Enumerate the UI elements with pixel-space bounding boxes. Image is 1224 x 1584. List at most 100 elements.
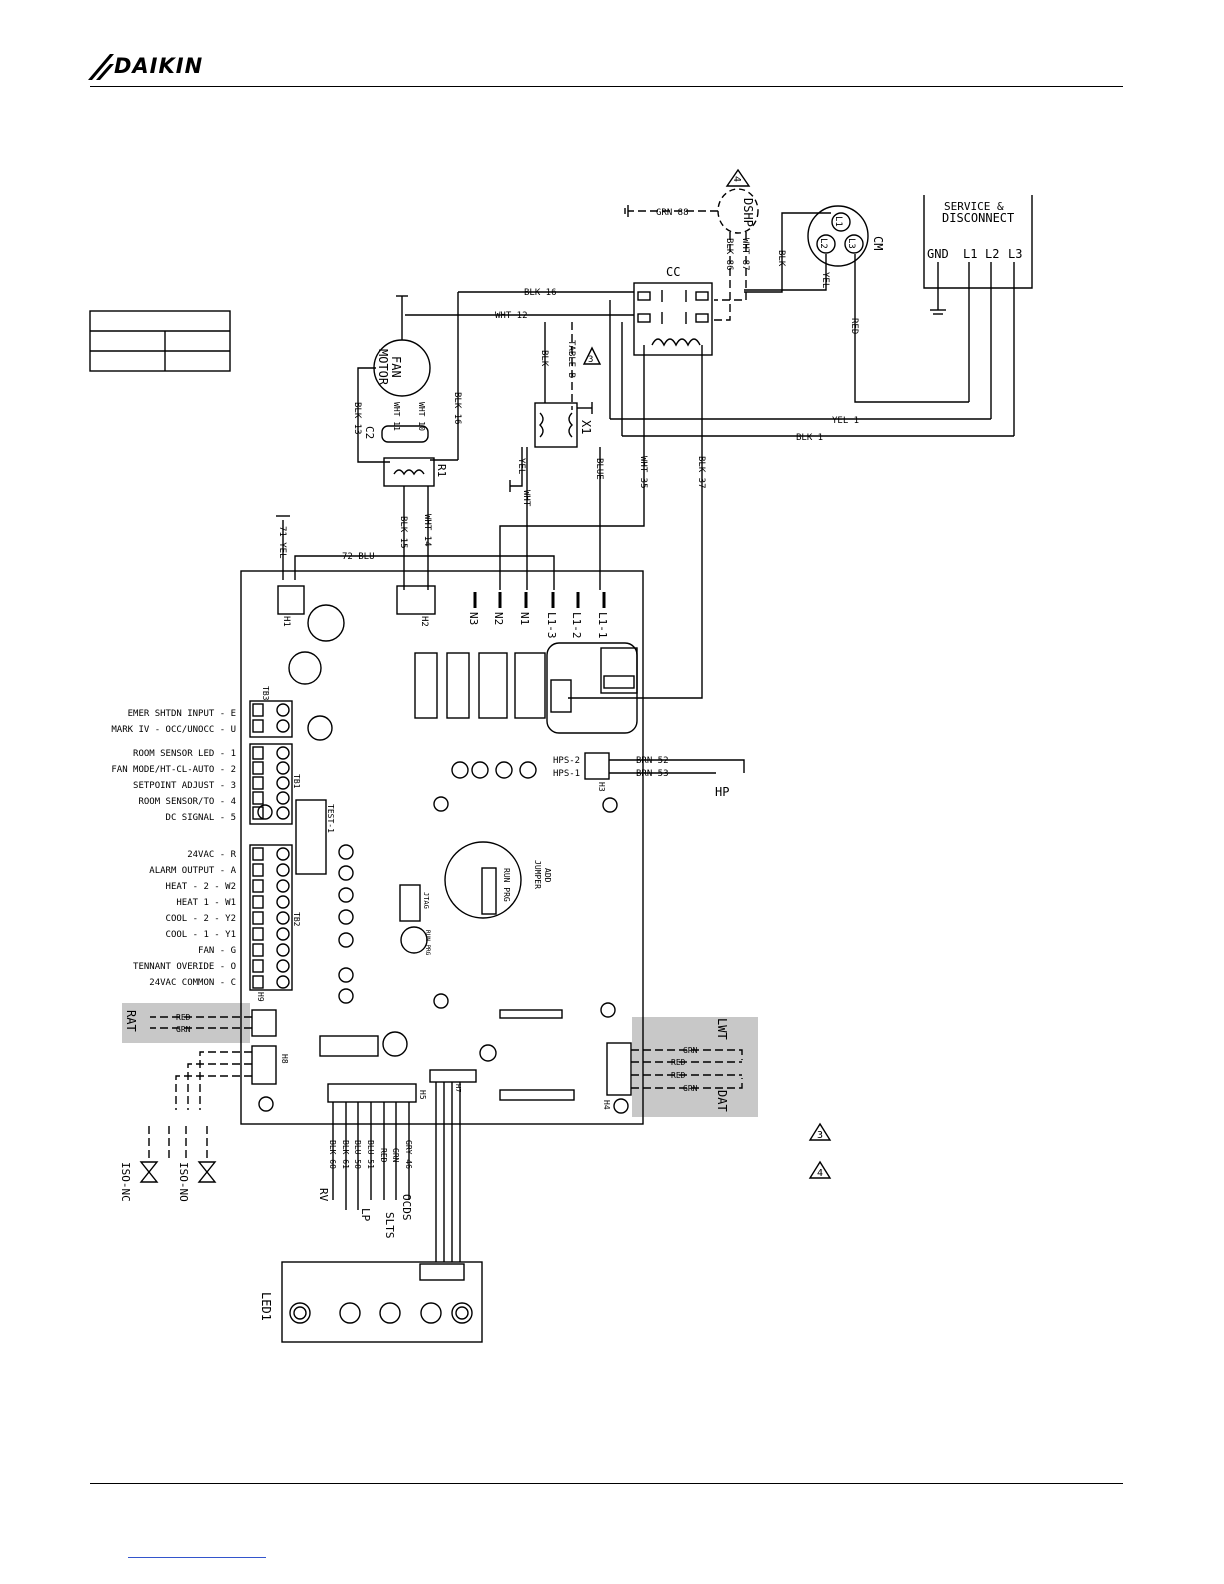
tb2-row-r: 24VAC - R	[187, 850, 236, 860]
h4-label: H4	[602, 1100, 611, 1110]
wire-blue-label: BLUE	[594, 458, 604, 480]
service-disconnect-box	[923, 195, 1033, 436]
wire-yel1-label: YEL 1	[832, 416, 859, 426]
dat-grn: GRN	[683, 1084, 698, 1093]
r1-label: R1	[435, 464, 448, 477]
connector-h1	[277, 585, 305, 615]
tb1-row-4: ROOM SENSOR/TO - 4	[138, 797, 236, 807]
tb1-label: TB1	[292, 774, 301, 789]
connector-h8	[251, 1045, 277, 1085]
led1-board	[281, 1261, 483, 1343]
lwt-label: LWT	[715, 1018, 729, 1040]
jtag-header	[399, 884, 421, 922]
capacitor-c2	[381, 425, 429, 443]
tb2-row-w1: HEAT 1 - W1	[176, 898, 236, 908]
tb2-block	[249, 844, 293, 991]
terminal-l1-2: L1-2	[570, 612, 583, 639]
motor-label: MOTOR	[376, 349, 390, 386]
control-board	[240, 570, 644, 1125]
wire-71yel-label: 71 YEL	[277, 526, 287, 559]
wire-red-cm-label: RED	[849, 318, 859, 334]
relay-block-1	[414, 652, 438, 719]
rat-grn: GRN	[176, 1025, 191, 1034]
service-label-2: DISCONNECT	[942, 211, 1014, 225]
cm-l1: L1	[833, 216, 843, 227]
relay-block-4	[514, 652, 546, 719]
connector-h0	[499, 1089, 575, 1101]
dat-label: DAT	[715, 1090, 729, 1112]
tb1-row-1: ROOM SENSOR LED - 1	[133, 749, 236, 759]
note4-label: 4	[817, 1168, 823, 1179]
wire-blk-cm	[744, 212, 831, 293]
connector-h4	[606, 1042, 632, 1096]
transformer-x1	[534, 402, 593, 448]
tb1-row-2: FAN MODE/HT-CL-AUTO - 2	[111, 765, 236, 775]
legend-table	[89, 310, 231, 372]
header-pins	[319, 1035, 379, 1057]
connector-row-mid	[499, 1009, 563, 1019]
compressor-motor	[807, 205, 869, 267]
wire-blk-x1-label: BLK	[539, 350, 549, 367]
terminal-n3: N3	[467, 612, 480, 625]
service-label: SERVICE &	[944, 200, 1004, 213]
rat-label: RAT	[124, 1010, 138, 1032]
fan-label: FAN	[389, 356, 403, 378]
dat-red: RED	[671, 1071, 686, 1080]
dshp-label: DSHP	[741, 198, 755, 227]
terminal-n2: N2	[492, 612, 505, 625]
terminal-l1-3: L1-3	[545, 612, 558, 639]
hps2-label: HPS-2	[553, 756, 580, 766]
connector-h7	[429, 1069, 477, 1083]
iso-nc-label: ISO-NC	[119, 1162, 132, 1202]
tb2-label: TB2	[292, 912, 301, 927]
h7-label: H7	[454, 1084, 462, 1092]
wire-blk86	[714, 232, 731, 321]
run-prg-small: RUN PRG	[424, 930, 431, 956]
l3-label: L3	[1008, 247, 1022, 261]
wire-brn53-label: BRN 53	[636, 769, 669, 779]
jtag-label: JTAG	[422, 892, 430, 909]
test1-header	[295, 799, 327, 875]
tb2-row-a: ALARM OUTPUT - A	[149, 866, 236, 876]
wire-yel-x1-label: YEL	[516, 458, 526, 474]
cm-l2: L2	[818, 238, 828, 249]
header-rule	[90, 86, 1123, 87]
terminal-n1: N1	[518, 612, 531, 625]
cm-label: CM	[871, 236, 885, 250]
rat-shade	[122, 1003, 250, 1043]
tb3-row-occ: MARK IV - OCC/UNOCC - U	[111, 725, 236, 735]
tb1-block	[249, 743, 293, 825]
wire-wht12-label: WHT 12	[495, 311, 528, 321]
wire-wht10-label: WHT 10	[417, 402, 426, 431]
note3-label: 3	[817, 1130, 823, 1141]
wire-wht14-label: WHT 14	[422, 514, 432, 547]
wire-blk86-label: BLK 86	[724, 238, 734, 271]
tb3-row-emer: EMER SHTDN INPUT - E	[128, 709, 236, 719]
tb2-row-g: FAN - G	[198, 946, 236, 956]
rv-label: RV	[317, 1188, 330, 1202]
wire-brn52-label: BRN 52	[636, 756, 669, 766]
brand-wordmark: DAIKIN	[114, 54, 204, 78]
wire-red-cm	[854, 254, 969, 403]
tb3-block	[249, 700, 293, 738]
h5-leads	[332, 1102, 410, 1210]
wire-blk1-label: BLK 1	[796, 433, 823, 443]
wire-wht-x1-label: WHT	[521, 490, 531, 507]
connector-h5	[327, 1083, 417, 1103]
gnd-label: GND	[927, 247, 949, 261]
led1-leds	[289, 1302, 473, 1324]
tb2-row-c: 24VAC COMMON - C	[149, 978, 236, 988]
wire-blk16-label: BLK 16	[524, 288, 557, 298]
wire-grn88-label: GRN 88	[656, 208, 689, 218]
footer-link-underline[interactable]	[128, 1557, 266, 1558]
terminal-l1-1: L1-1	[596, 612, 609, 639]
wire-wht87	[714, 232, 747, 301]
lwt-dat-shade	[632, 1017, 758, 1117]
connector-h3	[584, 752, 610, 780]
wire-blk16b-label: BLK 16	[452, 392, 462, 425]
l2-label: L2	[985, 247, 999, 261]
iso-no-label: ISO-NO	[177, 1162, 190, 1202]
wire-blk61-label: BLK 61	[341, 1140, 350, 1169]
tb2-row-w2: HEAT - 2 - W2	[166, 882, 236, 892]
